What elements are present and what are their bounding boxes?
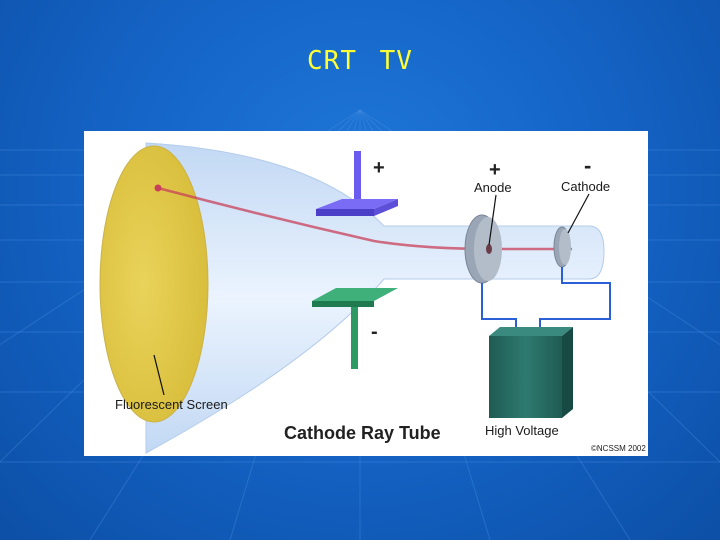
- copyright-label: ©NCSSM 2002: [591, 444, 646, 453]
- anode-label: Anode: [474, 180, 512, 195]
- beam-spot: [154, 184, 162, 192]
- top-deflection-plate: [316, 199, 398, 209]
- screen-label: Fluorescent Screen: [115, 397, 228, 412]
- bottom-plate-stem: [351, 307, 358, 369]
- diagram-caption: Cathode Ray Tube: [284, 423, 441, 443]
- bottom-plate-sign: -: [371, 321, 378, 343]
- fluorescent-screen: [99, 145, 209, 423]
- voltage-label: High Voltage: [485, 423, 559, 438]
- anode-sign: +: [489, 159, 501, 181]
- bottom-deflection-plate: [312, 288, 398, 301]
- top-plate-stem: [354, 151, 361, 203]
- slide-title: CRT TV: [307, 46, 413, 76]
- cathode-sign: -: [584, 153, 592, 178]
- crt-illustration: [99, 142, 611, 454]
- top-plate-sign: +: [373, 157, 385, 179]
- anode-leader: [488, 194, 497, 246]
- crt-diagram: + - + - Anode Cathode Fluorescent Screen…: [84, 131, 648, 456]
- electron-beam: [157, 186, 572, 251]
- screen-leader: [153, 354, 165, 396]
- high-voltage-battery: [489, 336, 562, 418]
- circuit-wires: [481, 267, 611, 331]
- cathode-leader: [567, 193, 590, 234]
- cathode-label: Cathode: [561, 179, 611, 194]
- glass-tube: [145, 142, 605, 454]
